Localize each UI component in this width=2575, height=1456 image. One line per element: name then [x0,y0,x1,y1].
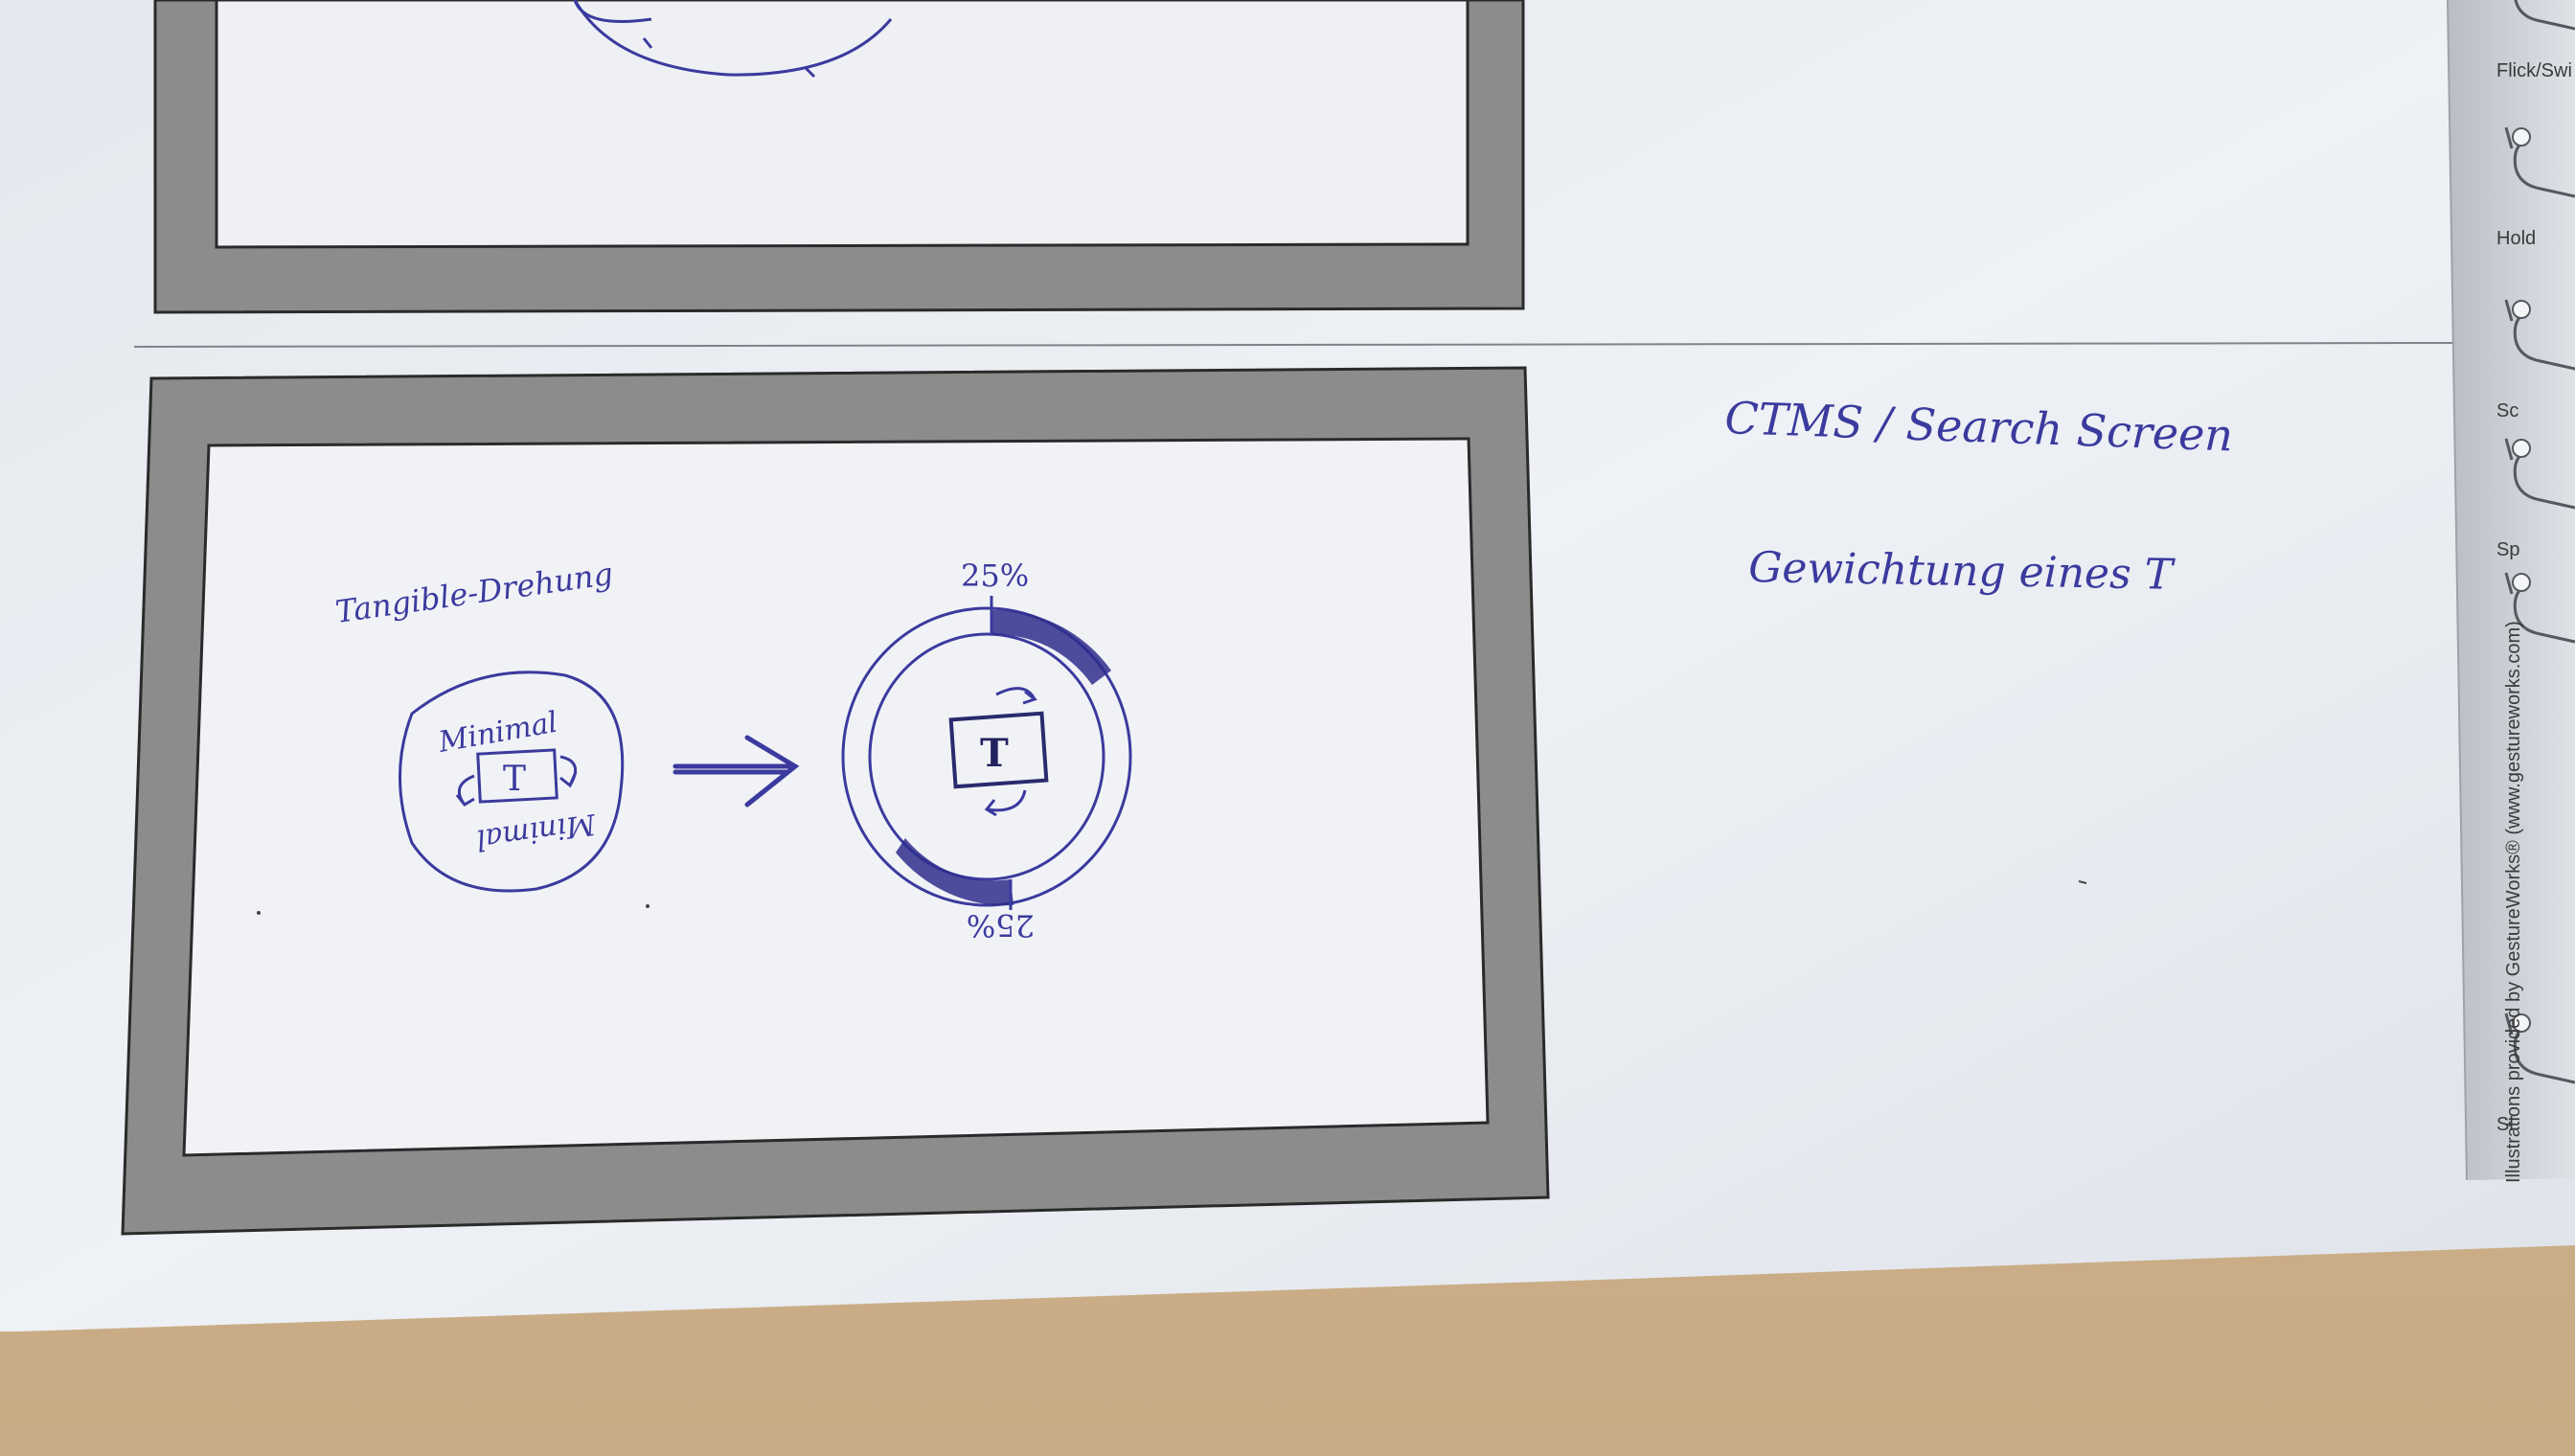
weighting-ring: T 25% 25% [841,557,1132,944]
sketch-subtitle: Gewichtung eines T [1748,543,2176,600]
weight-arc-bottom [896,838,1014,906]
gesture-label: Sp [2496,539,2519,560]
rotate-arrow-right-icon [559,755,578,788]
lower-storyboard-frame [121,366,1550,1236]
upper-storyboard-frame [153,0,1525,314]
token-letter-right: T [980,731,1009,776]
rotate-arrow-top-icon [995,687,1038,705]
gesture-item: Sc [2496,299,2575,421]
gesture-label: Flick/Swi [2496,60,2572,81]
percent-label-top: 25% [961,557,1029,594]
flick-swipe-hand-icon [2514,0,2575,31]
gesture-item: Sp [2496,438,2575,560]
footer-credit: Illustrations provided by GestureWorks® … [2503,621,2524,1183]
gesture-label: Sc [2496,400,2518,421]
token-box [476,748,558,804]
touch-point-icon [2512,1013,2531,1033]
percent-label-bottom: 25% [967,907,1035,944]
rotate-arrow-left-icon [455,774,475,807]
rotate-arrow-bottom-icon [984,789,1027,817]
gesture-label: Sl [2496,1114,2514,1135]
gesture-label: Hold [2496,228,2536,249]
gesture-item [2504,572,2575,644]
fold-line [133,342,2453,348]
token-letter-left: T [503,760,526,799]
transition-arrow-icon [672,735,800,808]
tangible-outline [399,671,625,893]
touch-point-icon [2512,127,2531,147]
gesture-item: Hold [2496,126,2575,249]
gesture-item: Sl [2496,1012,2575,1135]
touch-point-icon [2512,573,2531,592]
touch-point-icon [2512,439,2531,458]
weight-arc-top [991,609,1111,685]
touch-point-icon [2512,300,2531,319]
upper-circle-sketch [573,0,893,77]
token-box-right [948,711,1049,789]
gesture-item: Flick/Swi [2496,0,2575,81]
